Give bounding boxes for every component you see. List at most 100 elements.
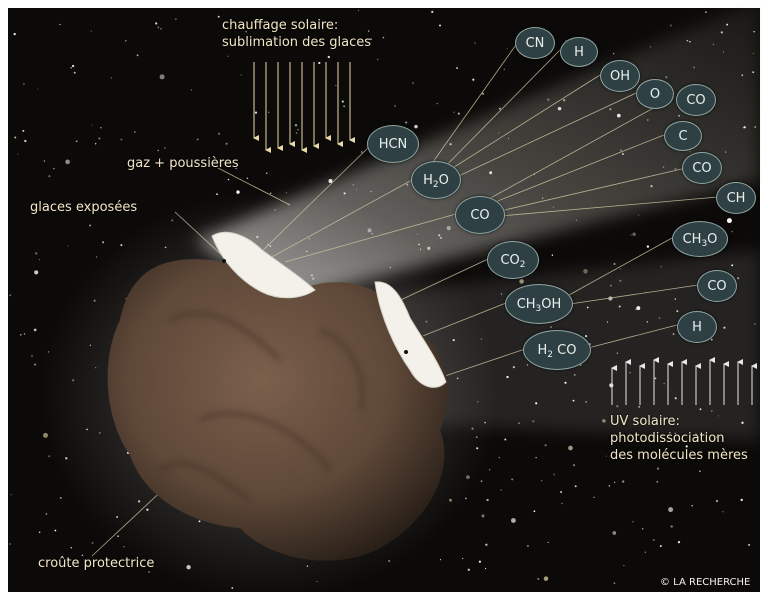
star	[382, 36, 385, 39]
molecule-formula: H	[574, 44, 584, 60]
star	[439, 559, 442, 561]
star	[217, 15, 220, 18]
star	[59, 23, 61, 26]
heating-arrows	[253, 62, 355, 153]
star	[438, 24, 442, 27]
star	[157, 149, 159, 152]
uv-label-line1: UV solaire:	[610, 414, 680, 429]
star	[240, 74, 242, 76]
star	[715, 499, 719, 503]
star	[561, 502, 563, 505]
star	[341, 100, 344, 103]
molecule-formula: H	[692, 319, 702, 335]
star	[164, 147, 166, 149]
star	[227, 55, 229, 57]
star	[488, 469, 491, 471]
star	[472, 78, 475, 81]
ice-point-top	[222, 259, 226, 263]
star	[22, 129, 25, 132]
star	[13, 32, 16, 36]
star	[48, 455, 51, 458]
star	[73, 71, 76, 74]
star	[608, 485, 611, 487]
star	[100, 127, 102, 129]
star	[328, 179, 333, 183]
star	[652, 538, 655, 542]
star	[335, 84, 337, 86]
star	[306, 21, 309, 24]
star	[486, 498, 489, 502]
star	[685, 445, 688, 448]
molecule-formula: CN	[525, 35, 545, 51]
star	[641, 528, 644, 530]
star	[547, 541, 549, 543]
star	[110, 77, 112, 79]
ice-point-side	[404, 350, 408, 354]
star	[33, 328, 37, 332]
connector-lines	[91, 41, 719, 557]
star	[478, 560, 481, 563]
molecule-formula: CO	[686, 92, 706, 108]
copyright-credit: © LA RECHERCHE	[660, 577, 751, 588]
star	[246, 177, 249, 179]
nucleus-texture	[158, 310, 366, 503]
star	[510, 518, 516, 523]
star	[59, 496, 62, 499]
star	[593, 496, 595, 499]
star	[613, 52, 615, 55]
molecule-formula: H2 CO	[537, 342, 577, 360]
star	[656, 467, 660, 470]
star	[90, 30, 92, 32]
star	[14, 136, 17, 139]
star	[659, 545, 662, 548]
molecule-formula: HCN	[378, 136, 408, 152]
molecule-formula: CH3OH	[516, 296, 562, 314]
star	[480, 480, 483, 483]
star	[245, 31, 247, 33]
star	[568, 445, 573, 451]
molecule-co2: CO2	[487, 241, 539, 279]
star	[22, 83, 25, 86]
star	[668, 507, 674, 513]
star	[613, 481, 616, 484]
star	[31, 355, 33, 357]
star	[34, 363, 37, 366]
star	[504, 438, 507, 441]
star	[35, 252, 38, 255]
molecule-formula: CO	[707, 278, 727, 294]
star	[731, 231, 733, 233]
star	[67, 245, 69, 247]
star	[9, 543, 11, 545]
star	[94, 143, 97, 145]
star	[134, 131, 136, 133]
star	[535, 456, 537, 459]
star	[295, 132, 298, 134]
star	[412, 82, 414, 84]
star	[196, 138, 199, 141]
star	[227, 178, 230, 181]
star	[533, 510, 536, 513]
star	[81, 554, 84, 557]
star	[102, 241, 105, 244]
star	[266, 172, 268, 174]
uv-arrows	[611, 357, 757, 405]
star	[37, 88, 39, 90]
uv-label-line3: des molécules mères	[610, 448, 748, 463]
star	[612, 531, 617, 535]
star	[175, 18, 177, 20]
molecule-formula: H2O	[423, 172, 449, 190]
star	[268, 111, 270, 113]
molecule-ch3oh: CH3OH	[505, 284, 573, 324]
star	[644, 551, 646, 553]
molecule-formula: CO	[470, 207, 490, 223]
star	[726, 218, 732, 224]
star	[367, 30, 370, 32]
star	[560, 491, 563, 494]
star	[498, 456, 501, 459]
star	[543, 576, 549, 581]
star	[23, 333, 26, 335]
star	[43, 160, 46, 162]
star	[125, 40, 127, 42]
star	[457, 112, 460, 115]
